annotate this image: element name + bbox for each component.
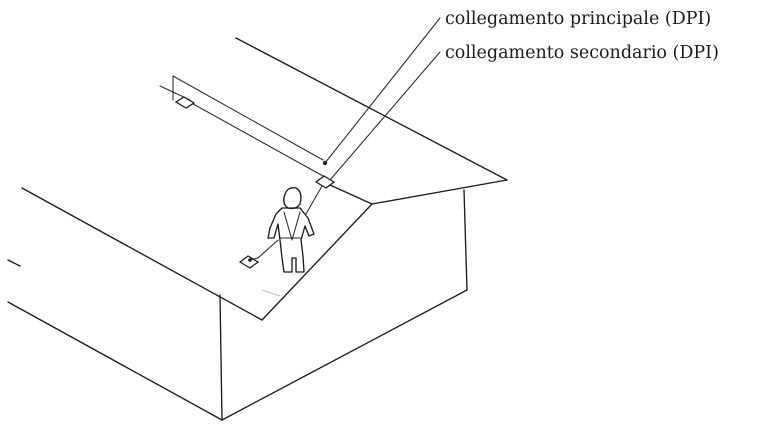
anchor-plate-ridge	[314, 175, 336, 189]
wall-corner-vertical	[219, 294, 223, 421]
wall-base-right	[221, 289, 468, 421]
roof-eave-line	[21, 187, 263, 321]
gable-roof-edge	[371, 179, 508, 205]
leader-line-primary	[324, 17, 441, 164]
label-secondary-connection: collegamento secondario (DPI)	[445, 43, 719, 63]
gable-wall-right	[463, 189, 468, 291]
roof-hip-line	[329, 184, 373, 205]
roof-back-edge	[7, 259, 21, 267]
label-primary-connection: collegamento principale (DPI)	[445, 9, 712, 29]
wall-base-left	[7, 301, 223, 421]
lifeline-upper	[172, 75, 324, 161]
roof-ridge-line	[235, 37, 508, 181]
worker-figure	[249, 185, 323, 273]
leader-line-secondary	[329, 51, 441, 181]
anchor-plate-left	[174, 96, 196, 109]
roof-left-slope-edge	[261, 203, 373, 321]
lifeline-main	[185, 99, 324, 177]
anchor-plate-lower	[238, 255, 260, 269]
sketch-mark	[261, 289, 281, 297]
